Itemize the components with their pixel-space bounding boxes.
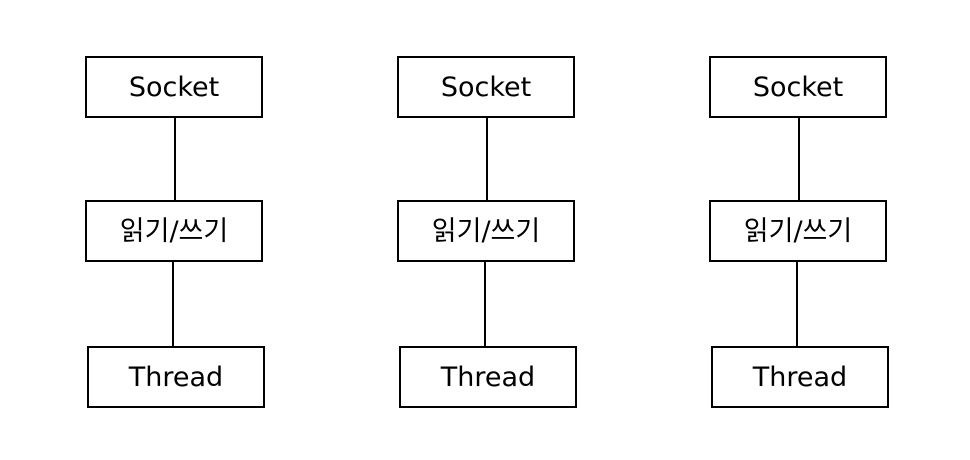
socket-readwrite-connector — [174, 118, 176, 202]
thread-label: Thread — [128, 361, 224, 393]
socket-box: Socket — [397, 56, 575, 118]
socket-label: Socket — [440, 71, 532, 103]
readwrite-thread-connector — [796, 262, 798, 348]
socket-readwrite-connector — [798, 118, 800, 202]
socket-readwrite-connector — [486, 118, 488, 202]
socket-box: Socket — [709, 56, 887, 118]
socket-label: Socket — [128, 71, 220, 103]
diagram-column-3: Socket 읽기/쓰기 Thread — [708, 0, 890, 460]
socket-box: Socket — [85, 56, 263, 118]
readwrite-thread-connector — [484, 262, 486, 348]
thread-box: Thread — [399, 346, 577, 408]
thread-label: Thread — [752, 361, 848, 393]
readwrite-label: 읽기/쓰기 — [119, 215, 229, 247]
readwrite-box: 읽기/쓰기 — [709, 200, 887, 262]
thread-box: Thread — [711, 346, 889, 408]
thread-label: Thread — [440, 361, 536, 393]
readwrite-box: 읽기/쓰기 — [397, 200, 575, 262]
socket-label: Socket — [752, 71, 844, 103]
diagram-column-1: Socket 읽기/쓰기 Thread — [84, 0, 266, 460]
readwrite-label: 읽기/쓰기 — [431, 215, 541, 247]
readwrite-thread-connector — [172, 262, 174, 348]
thread-box: Thread — [87, 346, 265, 408]
readwrite-label: 읽기/쓰기 — [743, 215, 853, 247]
readwrite-box: 읽기/쓰기 — [85, 200, 263, 262]
diagram-column-2: Socket 읽기/쓰기 Thread — [396, 0, 578, 460]
